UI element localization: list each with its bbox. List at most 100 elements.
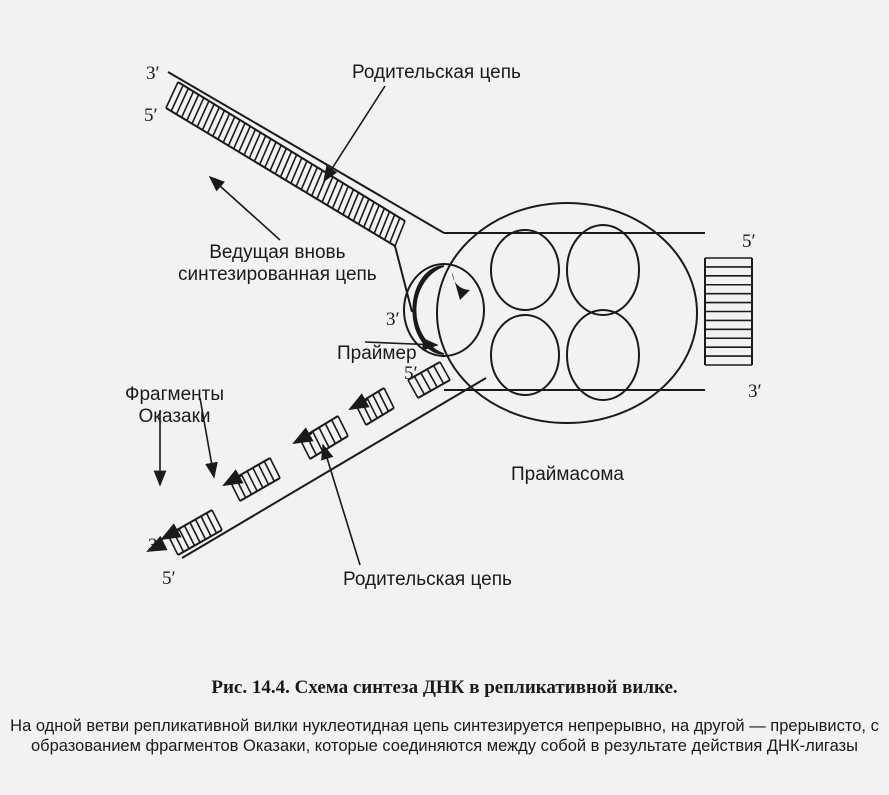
leading-duplex-rung: [357, 198, 370, 225]
okazaki-fragment-3-rung: [337, 415, 349, 437]
leading-duplex-rung: [290, 157, 303, 184]
okazaki-fragment-5-rung: [439, 361, 451, 381]
okazaki-fragment-1-rung: [194, 519, 207, 540]
okazaki-fragment-1-rung: [189, 522, 201, 543]
okazaki-fragment-5-strand-a: [407, 361, 441, 381]
okazaki-fragment-5-rung: [407, 379, 419, 399]
okazaki-direction-arrow: [348, 393, 370, 410]
helicase-subunit: [490, 229, 560, 311]
figure-caption-body: На одной ветви репликативной вилки нукле…: [10, 717, 879, 755]
helicase-subunit: [566, 224, 640, 316]
okazaki-fragment-1-rung: [205, 512, 218, 534]
end-right-5prime: 5′: [742, 231, 756, 252]
arrow-leading: [208, 175, 281, 241]
okazaki-fragment-3-rung: [311, 430, 324, 452]
okazaki-fragment-2-strand-b: [239, 477, 281, 502]
okazaki-fragment-3-rung: [324, 423, 337, 445]
leading-duplex-rung: [352, 195, 365, 222]
leading-duplex-rung: [342, 189, 355, 215]
leading-duplex-rung: [279, 151, 293, 178]
primer-dark-lobe: [412, 265, 445, 355]
leading-duplex-rung: [383, 214, 396, 241]
leading-duplex-rung: [186, 94, 200, 121]
unwound-parent-duplex: [704, 257, 753, 366]
okazaki-fragment-5-rung: [426, 368, 438, 388]
leading-duplex-rung: [243, 129, 257, 156]
end-top-5prime: 5′: [144, 105, 158, 126]
label-primer: Праймер: [337, 343, 417, 364]
end-top-3prime: 3′: [146, 63, 160, 84]
leading-duplex-rung: [347, 192, 360, 219]
label-okazaki-fragments: Фрагменты Оказаки: [125, 384, 224, 427]
parent-strand-top: [167, 71, 445, 234]
okazaki-fragment-4-rung: [377, 391, 390, 412]
okazaki-fragment-3-rung: [299, 438, 311, 460]
arrow-parent-bottom: [321, 443, 361, 566]
leading-duplex-rung: [248, 132, 262, 159]
leading-duplex-rung: [175, 87, 190, 115]
okazaki-fragment-5-rung: [432, 365, 445, 384]
leading-duplex-rung: [331, 182, 344, 209]
okazaki-direction-arrow: [222, 469, 244, 486]
okazaki-fragment-2-rung: [246, 470, 258, 492]
helicase-subunit: [490, 314, 560, 396]
leading-duplex-rung: [284, 154, 298, 181]
primase-body: [403, 263, 485, 357]
arrow-parent-top: [323, 85, 386, 183]
arrow-primer: [364, 338, 439, 351]
label-arrows: [153, 85, 439, 566]
end-lower-5prime: 5′: [404, 363, 418, 384]
label-primasome: Праймасома: [511, 464, 624, 485]
label-parent-strand-top: Родительская цепь: [352, 62, 521, 83]
leading-strand-group: [165, 71, 445, 313]
helicase-subunit: [566, 309, 640, 401]
leading-duplex-rung: [222, 116, 236, 143]
end-right-3prime: 3′: [748, 381, 762, 402]
okazaki-fragment-2-rung: [257, 464, 270, 485]
okazaki-fragment-1-rung: [183, 525, 196, 546]
okazaki-direction-arrow: [292, 427, 314, 444]
leading-duplex-rung: [201, 103, 215, 131]
okazaki-fragment-2-rung: [269, 457, 281, 479]
leading-duplex-rung: [264, 141, 277, 168]
leading-duplex-rung: [227, 119, 241, 146]
leading-duplex-rung: [368, 204, 380, 231]
okazaki-direction-arrow: [146, 535, 168, 552]
leading-duplex-rung: [274, 148, 288, 175]
okazaki-fragment-2-rung: [263, 460, 276, 482]
leading-duplex-rung: [305, 166, 319, 193]
leading-duplex-rung: [253, 135, 267, 162]
leading-duplex-rung: [191, 97, 205, 125]
leading-duplex-rung: [238, 125, 251, 153]
leading-duplex-rung: [232, 122, 246, 150]
okazaki-fragment-4-rung: [383, 387, 395, 409]
leading-duplex-rung: [310, 170, 324, 197]
leading-duplex-rung: [165, 81, 179, 109]
end-bottom-3prime: 3′: [148, 535, 162, 556]
arrow-okazaki-1: [199, 397, 218, 479]
leading-duplex-rung: [363, 201, 375, 228]
okazaki-fragment-4-strand-b: [365, 407, 395, 426]
okazaki-fragment-5-rung: [420, 372, 432, 392]
label-parent-strand-bottom: Родительская цепь: [343, 569, 512, 590]
leading-duplex-rung: [269, 144, 282, 172]
leading-duplex-rung: [295, 160, 308, 187]
leading-duplex-rung: [300, 163, 313, 190]
okazaki-fragment-3-rung: [318, 427, 330, 448]
leading-duplex-rung: [258, 138, 272, 165]
okazaki-fragment-1-rung: [200, 515, 212, 537]
leading-duplex-rung: [217, 113, 231, 140]
primer-wedge: [452, 272, 470, 300]
end-primer-3prime: 3′: [386, 309, 400, 330]
leading-duplex-rung: [337, 185, 349, 212]
leading-duplex-rung: [196, 100, 210, 128]
parent-strand-bottom: [181, 377, 487, 559]
okazaki-fragment-5-rung: [413, 376, 426, 395]
leading-duplex-rung: [378, 211, 391, 237]
figure-caption-title: Рис. 14.4. Схема синтеза ДНК в репликати…: [211, 677, 678, 698]
okazaki-fragment-5-strand-b: [417, 379, 451, 399]
primasome-complex: [403, 202, 705, 424]
okazaki-fragment-4-rung: [372, 394, 384, 416]
leading-duplex-rung: [389, 217, 401, 244]
